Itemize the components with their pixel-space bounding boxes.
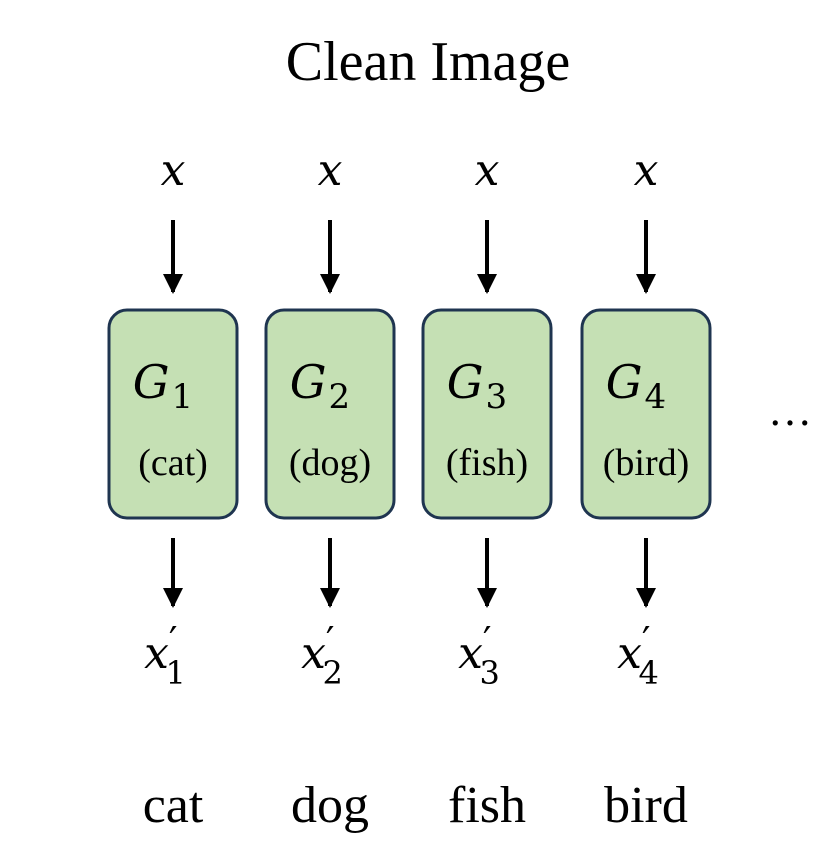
output-prime: ′ bbox=[326, 619, 335, 663]
input-x-symbol: x bbox=[475, 145, 500, 196]
generator-class-name: (dog) bbox=[289, 442, 371, 484]
generator-label: G1 bbox=[133, 355, 193, 417]
generator-box bbox=[107, 308, 239, 520]
output-x-symbol: x′3 bbox=[458, 619, 500, 692]
generator-label: G3 bbox=[447, 355, 507, 417]
output-index: 1 bbox=[166, 654, 186, 692]
class-label: fish bbox=[448, 777, 526, 834]
generator-class-name: (cat) bbox=[138, 442, 208, 484]
output-prime: ′ bbox=[483, 619, 492, 663]
generator-box bbox=[421, 308, 553, 520]
output-symbol: x bbox=[301, 628, 326, 679]
output-symbol: x bbox=[144, 628, 169, 679]
generator-label: G2 bbox=[290, 355, 350, 417]
output-index: 4 bbox=[639, 654, 659, 692]
class-label: dog bbox=[291, 777, 369, 834]
output-x-symbol: x′4 bbox=[617, 619, 659, 692]
input-x-symbol: x bbox=[318, 145, 343, 196]
diagram-title: Clean Image bbox=[286, 31, 571, 93]
generator-class-name: (fish) bbox=[446, 442, 528, 484]
generator-symbol: G bbox=[606, 355, 643, 409]
generator-label: G4 bbox=[606, 355, 666, 417]
generator-symbol: G bbox=[290, 355, 327, 409]
output-prime: ′ bbox=[169, 619, 178, 663]
generator-symbol: G bbox=[447, 355, 484, 409]
generator-index: 3 bbox=[486, 377, 508, 417]
output-prime: ′ bbox=[642, 619, 651, 663]
output-symbol: x bbox=[458, 628, 483, 679]
class-label: bird bbox=[604, 777, 688, 834]
generator-symbol: G bbox=[133, 355, 170, 409]
output-index: 3 bbox=[480, 654, 500, 692]
generator-box bbox=[264, 308, 396, 520]
input-x-symbol: x bbox=[634, 145, 659, 196]
ellipsis: … bbox=[768, 386, 812, 435]
output-x-symbol: x′1 bbox=[144, 619, 186, 692]
generator-box bbox=[580, 308, 712, 520]
generator-index: 2 bbox=[329, 377, 351, 417]
output-symbol: x bbox=[617, 628, 642, 679]
input-x-symbol: x bbox=[161, 145, 186, 196]
output-index: 2 bbox=[323, 654, 343, 692]
generator-columns: xG1(cat)x′1catxG2(dog)x′2dogxG3(fish)x′3… bbox=[107, 145, 712, 834]
generator-index: 1 bbox=[172, 377, 194, 417]
generator-class-name: (bird) bbox=[603, 442, 690, 484]
generator-index: 4 bbox=[645, 377, 667, 417]
class-label: cat bbox=[143, 777, 204, 834]
output-x-symbol: x′2 bbox=[301, 619, 343, 692]
